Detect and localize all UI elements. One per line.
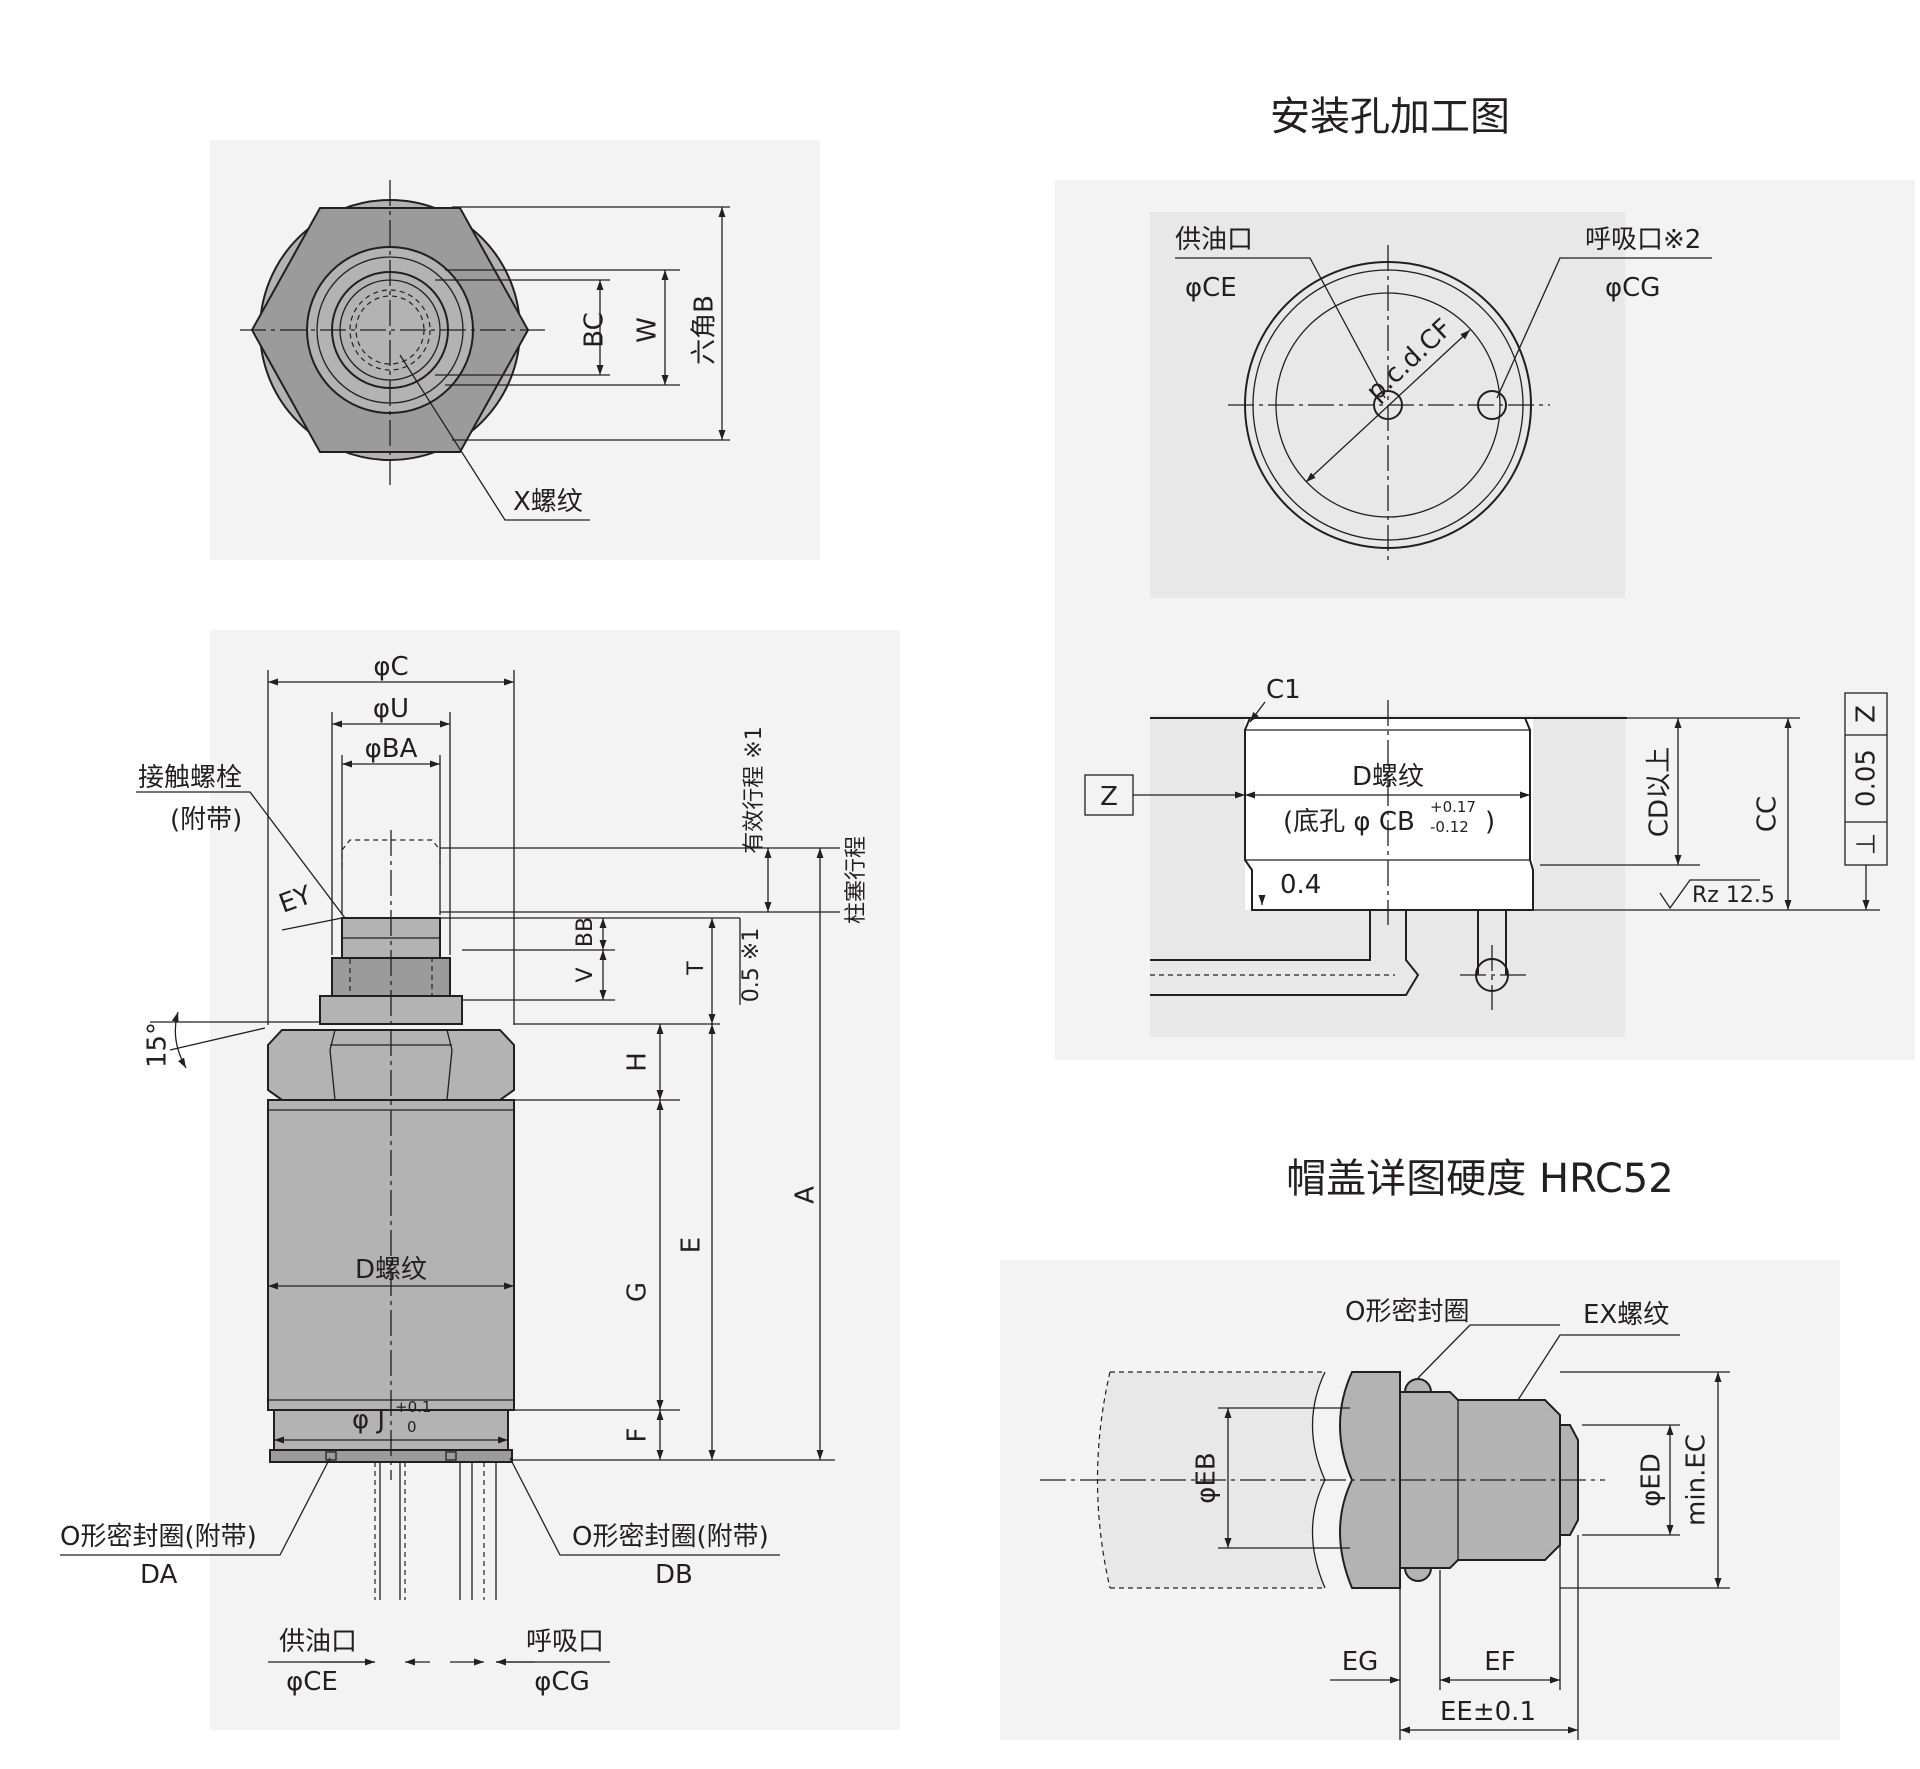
oring-right-leader <box>509 1457 780 1556</box>
tol-j-upper: +0.1 <box>395 1398 431 1416</box>
db-label: DB <box>655 1560 693 1590</box>
phi-ba-label: φBA <box>365 734 418 764</box>
hole-section: C1 Z D螺纹 (底孔 φ CB +0.17 -0.12 ) 0.4 CD以上… <box>1084 675 1888 1037</box>
pilot-tol-lower: -0.12 <box>1430 818 1469 836</box>
phi-c-label: φC <box>373 652 408 682</box>
pilot-hole-label: (底孔 φ CB <box>1283 807 1415 837</box>
hole-phi-cg-label: φCG <box>1605 273 1660 303</box>
frame-val-label: 0.05 <box>1852 749 1882 807</box>
e-label: E <box>677 1237 707 1253</box>
top-view: BC W 六角B X螺纹 <box>240 180 730 521</box>
x-thread-label: X螺纹 <box>513 487 583 517</box>
top-bolt-circle <box>331 271 449 389</box>
oil-supply-leader <box>1175 257 1386 399</box>
ee-label: EE±0.1 <box>1440 1697 1536 1727</box>
ef-label: EF <box>1484 1647 1515 1677</box>
x-thread-leader <box>399 354 590 521</box>
bb-label: BB <box>573 917 598 947</box>
hole-plan: p.c.d.CF 供油口 φCE 呼吸口※2 φCG <box>1150 212 1712 598</box>
g-label: G <box>623 1282 653 1302</box>
frame-sym-label: ⊥ <box>1852 833 1882 856</box>
a-label: A <box>791 1186 821 1204</box>
frame-ref-label: Z <box>1852 705 1882 723</box>
cap-oring-leader <box>1417 1324 1560 1379</box>
phi-cg-label: φCG <box>534 1667 589 1697</box>
hole-oil-supply-label: 供油口 <box>1175 225 1253 255</box>
w-label: W <box>633 317 663 343</box>
half-mm-label: 0.5 ※1 <box>739 928 764 1002</box>
d-thread-label: D螺纹 <box>355 1255 427 1285</box>
cap-detail-title: 帽盖详图硬度 HRC52 <box>1286 1156 1673 1202</box>
hole-phi-ce-label: φCE <box>1185 273 1237 303</box>
bc-label: BC <box>580 312 610 348</box>
c1-label: C1 <box>1266 675 1301 705</box>
side-view: φC φU φBA 接触螺栓 (附带) EY 有效行程 ※1 柱塞行程 A BB… <box>60 652 869 1697</box>
cd-min-label: CD以上 <box>1645 747 1675 837</box>
eg-label: EG <box>1342 1647 1379 1677</box>
phi-ce-label: φCE <box>286 1667 338 1697</box>
min-ec-label: min.EC <box>1682 1434 1712 1526</box>
ex-thread-leader <box>1517 1334 1680 1401</box>
plunger <box>331 957 451 997</box>
phi-ed-label: φED <box>1637 1453 1667 1507</box>
cap-oring-label: O形密封圈 <box>1345 1297 1469 1327</box>
tol-j-lower: 0 <box>407 1418 417 1436</box>
plunger-stroke-label: 柱塞行程 <box>844 836 869 924</box>
cc-label: CC <box>1753 796 1783 832</box>
cap-detail: φEB φED min.EC O形密封圈 EX螺纹 EG EF EE±0.1 <box>1040 1297 1730 1740</box>
angle-label: 15° <box>143 1022 173 1068</box>
phi-u-label: φU <box>373 694 409 724</box>
breather-label: 呼吸口 <box>526 1627 604 1657</box>
effective-stroke-label: 有效行程 ※1 <box>742 726 767 853</box>
hole-d-thread-label: D螺纹 <box>1352 762 1424 792</box>
hole-breather-label: 呼吸口※2 <box>1585 225 1701 255</box>
oring-left-leader <box>60 1457 331 1556</box>
pilot-close-paren: ) <box>1485 807 1495 837</box>
contact-bolt-note: (附带) <box>170 805 242 835</box>
da-label: DA <box>140 1560 178 1590</box>
phi-j-label: φ J <box>352 1405 385 1435</box>
h-label: H <box>623 1052 653 1072</box>
oil-supply-label: 供油口 <box>279 1627 357 1657</box>
contact-bolt-label: 接触螺栓 <box>138 763 242 793</box>
oring-left-label: O形密封圈(附带) <box>60 1522 257 1552</box>
hex-b-label: 六角B <box>690 295 720 365</box>
oring-right-label: O形密封圈(附带) <box>572 1522 769 1552</box>
f-label: F <box>623 1428 653 1443</box>
contact-bolt-leader <box>136 791 346 919</box>
phi-eb-label: φEB <box>1192 1452 1222 1503</box>
ex-thread-label: EX螺纹 <box>1583 1300 1669 1330</box>
z-ref-label: Z <box>1100 782 1118 812</box>
rz-label: Rz 12.5 <box>1692 883 1775 908</box>
mounting-hole-title: 安装孔加工图 <box>1270 94 1510 140</box>
roughness-symbol <box>1659 879 1760 910</box>
t-label: T <box>684 961 709 976</box>
pilot-tol-upper: +0.17 <box>1430 798 1476 816</box>
breather-hole <box>1477 390 1507 420</box>
v-label: V <box>573 967 598 982</box>
chamfer-label: 0.4 <box>1280 870 1321 900</box>
breather-leader <box>1496 257 1712 399</box>
